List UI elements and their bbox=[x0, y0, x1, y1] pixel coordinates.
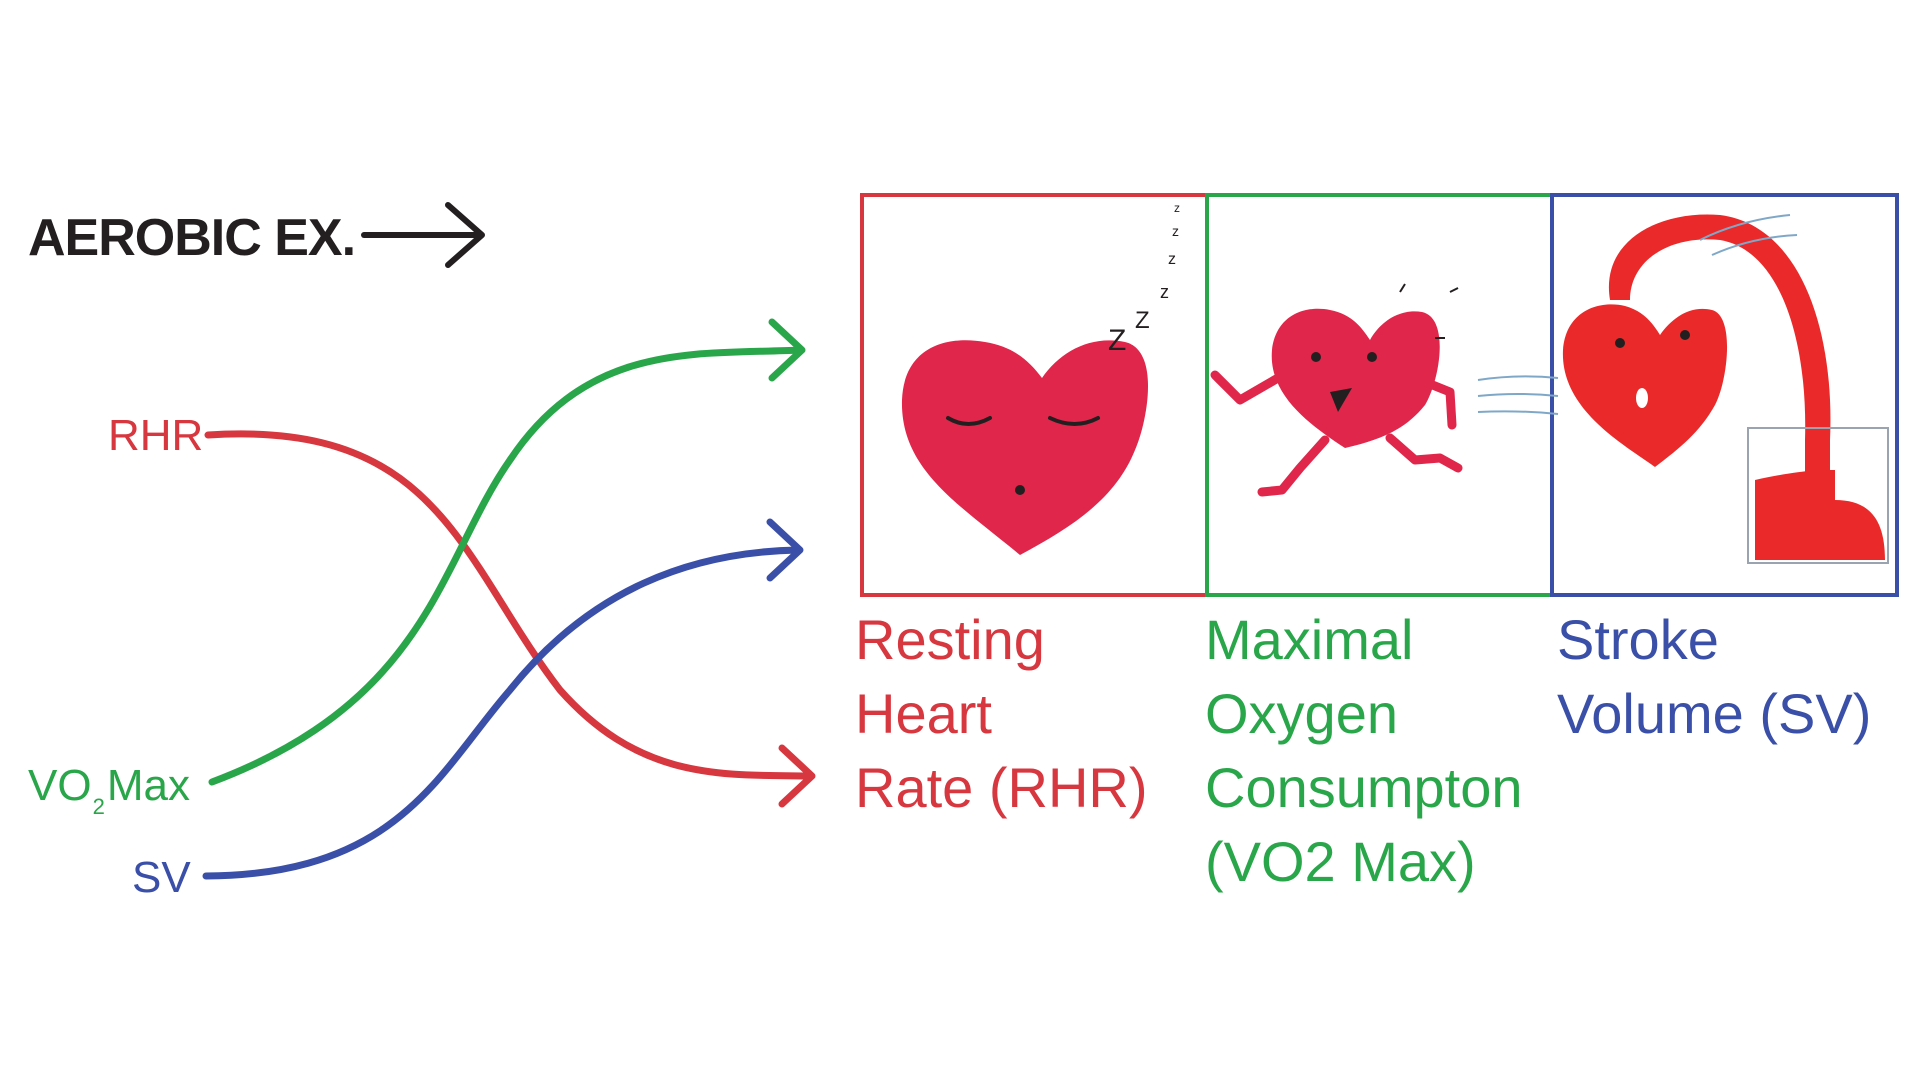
rhr-to-rhr-panel-arrow bbox=[208, 434, 812, 804]
vo2-caption-line-1: Maximal bbox=[1205, 603, 1523, 677]
pumping-heart-icon bbox=[1563, 214, 1888, 563]
sleep-z-5: z bbox=[1172, 223, 1179, 239]
sleep-z-1: Z bbox=[1108, 324, 1126, 357]
vo2-caption-line-3: Consumpton bbox=[1205, 751, 1523, 825]
sv-caption-line-1: Stroke bbox=[1557, 603, 1871, 677]
sleep-z-4: z bbox=[1168, 251, 1176, 268]
sleep-z-3: z bbox=[1160, 282, 1169, 302]
rhr-caption-line-2: Heart bbox=[855, 677, 1147, 751]
vo2-caption-line-2: Oxygen bbox=[1205, 677, 1523, 751]
sleeping-heart-icon: Z Z z z z z bbox=[902, 201, 1180, 555]
heading-arrow-icon bbox=[364, 205, 482, 265]
rhr-caption: Resting Heart Rate (RHR) bbox=[855, 603, 1147, 825]
rhr-caption-line-3: Rate (RHR) bbox=[855, 751, 1147, 825]
sleep-z-2: Z bbox=[1135, 307, 1150, 334]
vo2-caption: Maximal Oxygen Consumpton (VO2 Max) bbox=[1205, 603, 1523, 899]
vo2-caption-line-4: (VO2 Max) bbox=[1205, 825, 1523, 899]
sv-to-vo2-panel-arrow bbox=[206, 522, 800, 876]
sv-caption: Stroke Volume (SV) bbox=[1557, 603, 1871, 751]
sv-caption-line-2: Volume (SV) bbox=[1557, 677, 1871, 751]
rhr-caption-line-1: Resting bbox=[855, 603, 1147, 677]
sleep-z-6: z bbox=[1174, 201, 1180, 215]
sleep-z-icon: Z Z z z z z bbox=[1108, 201, 1180, 357]
vo2-to-rhr-panel-arrow bbox=[212, 322, 802, 782]
running-heart-icon bbox=[1215, 284, 1558, 492]
